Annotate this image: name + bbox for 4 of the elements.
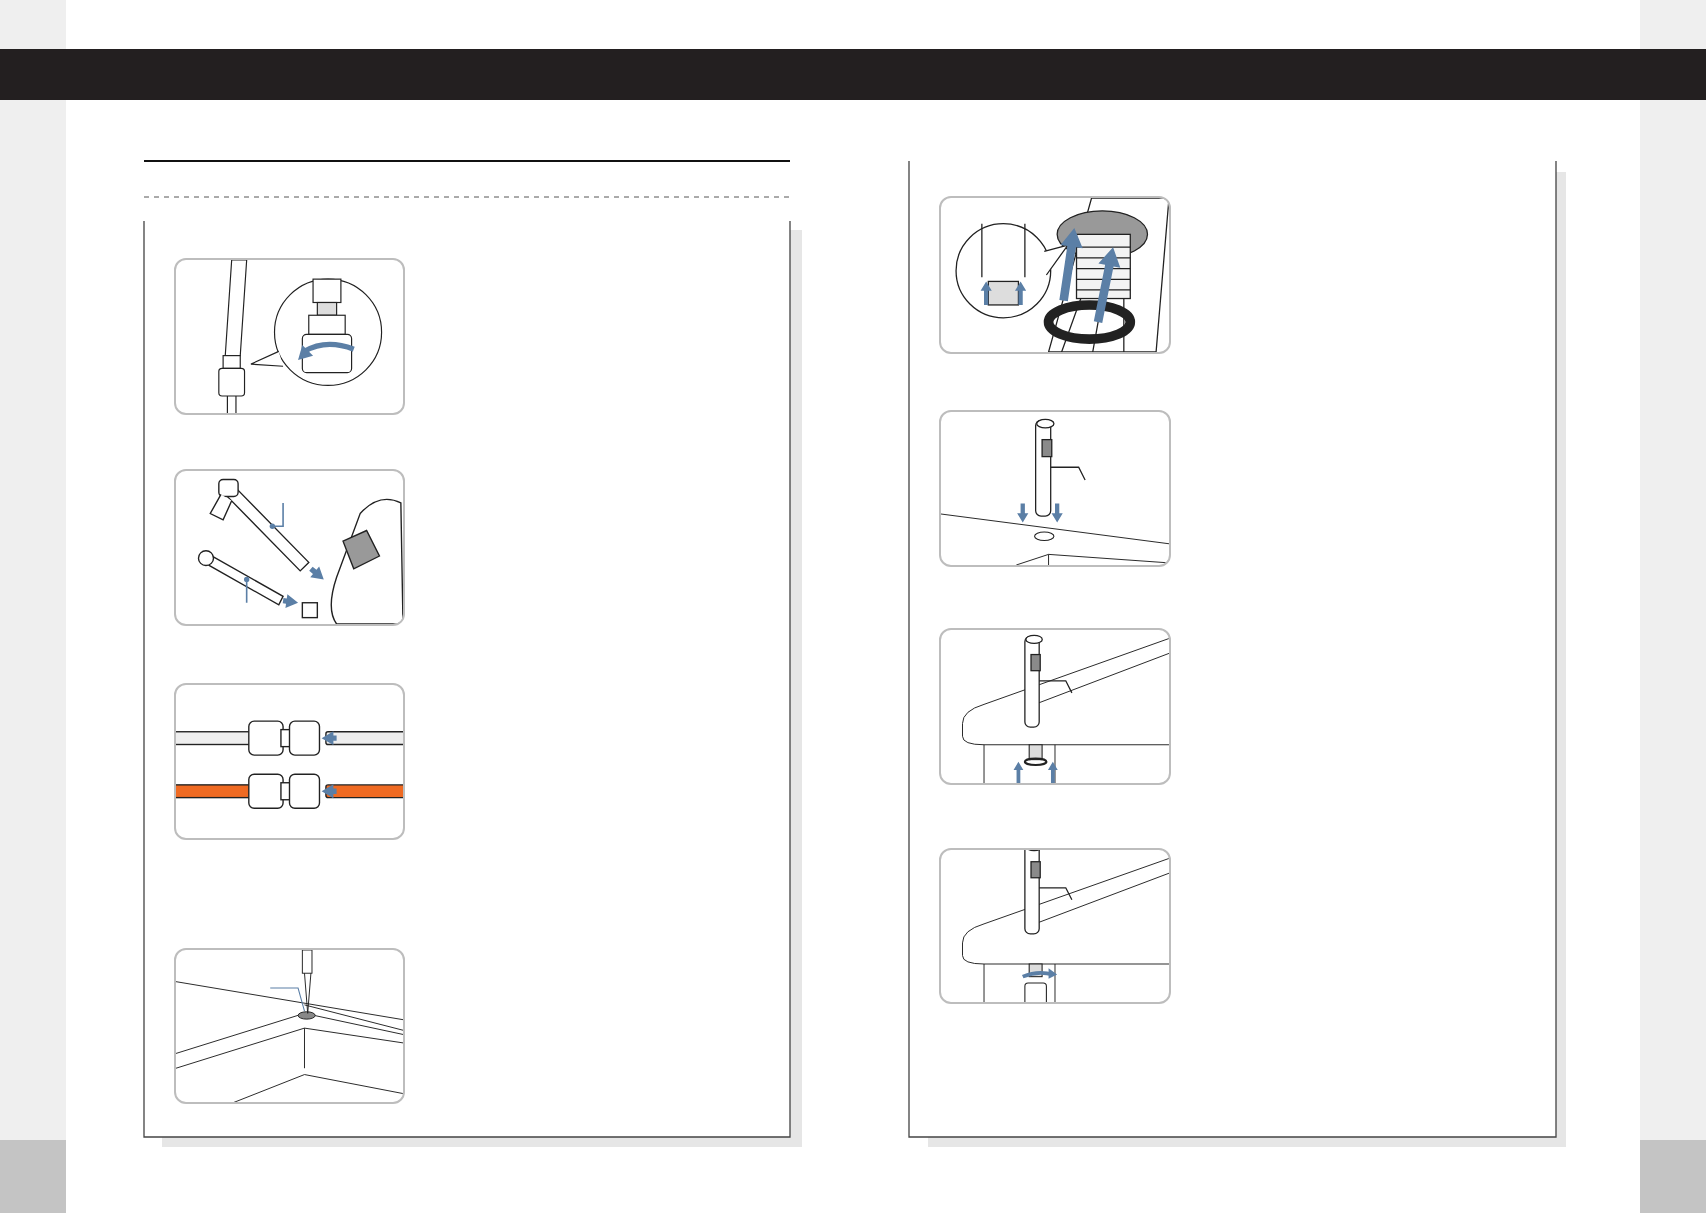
illustration-frame	[174, 258, 405, 415]
illustration-frame	[174, 469, 405, 626]
illustration-frame	[174, 683, 405, 840]
illustration-frame	[939, 628, 1171, 785]
